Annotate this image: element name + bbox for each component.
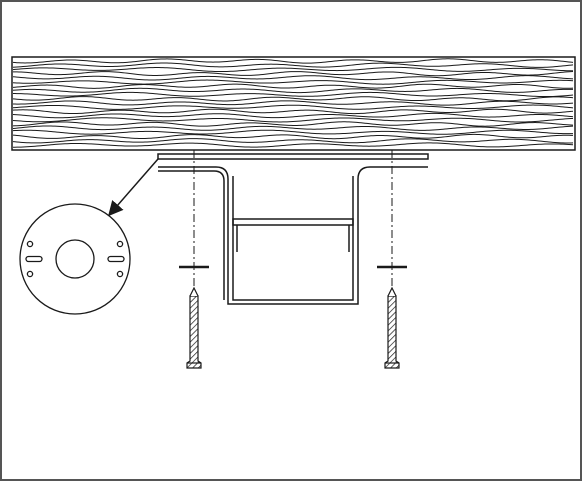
wood-grain-line — [12, 58, 574, 64]
wood-grain-line — [12, 129, 574, 135]
wood-grain-line — [12, 100, 574, 106]
wood-grain-line — [12, 112, 574, 119]
canopy-plate-detail — [19, 203, 131, 315]
wood-grain-line — [12, 91, 574, 98]
wood-grain-line — [12, 117, 574, 123]
wood-grain-line — [12, 138, 574, 144]
wood-grain-line — [12, 104, 574, 110]
mounting-bracket — [157, 153, 429, 305]
wood-grain-line — [12, 66, 574, 73]
wood-grain-line — [12, 75, 574, 81]
wood-grain-line — [12, 108, 574, 115]
screw-right — [384, 286, 400, 369]
arrow-icon — [108, 158, 159, 217]
wooden-beam — [11, 56, 576, 151]
wood-grain-line — [12, 83, 574, 89]
wood-grain-line — [12, 87, 574, 94]
wood-grain-line — [12, 79, 574, 85]
wood-grain-line — [12, 96, 574, 102]
wood-grain-icon — [12, 58, 574, 148]
wood-grain-line — [12, 121, 574, 127]
wood-grain-line — [12, 71, 574, 77]
wood-grain-line — [12, 133, 574, 140]
screw-left — [186, 286, 202, 369]
wood-grain-line — [12, 142, 574, 148]
wood-grain-line — [12, 62, 574, 68]
wood-grain-line — [12, 125, 574, 131]
